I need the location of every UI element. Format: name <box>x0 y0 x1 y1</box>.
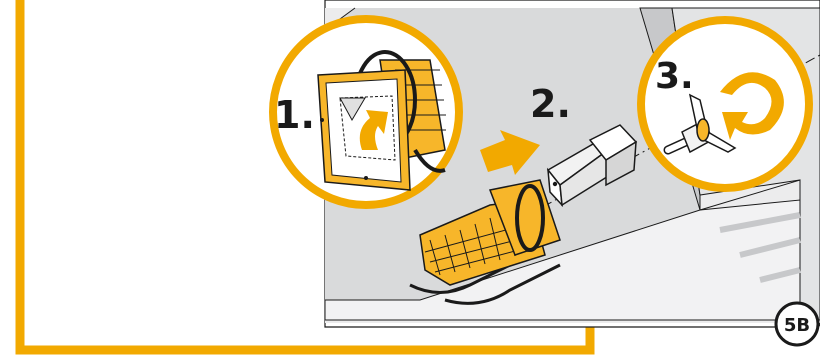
step-3-label: 3. <box>655 56 694 97</box>
figure-badge-label: 5B <box>784 315 810 336</box>
figure-badge: 5B <box>776 303 818 345</box>
step-1-label: 1. <box>274 93 315 137</box>
step-3-detail <box>641 20 809 188</box>
step-2-label: 2. <box>530 82 571 126</box>
